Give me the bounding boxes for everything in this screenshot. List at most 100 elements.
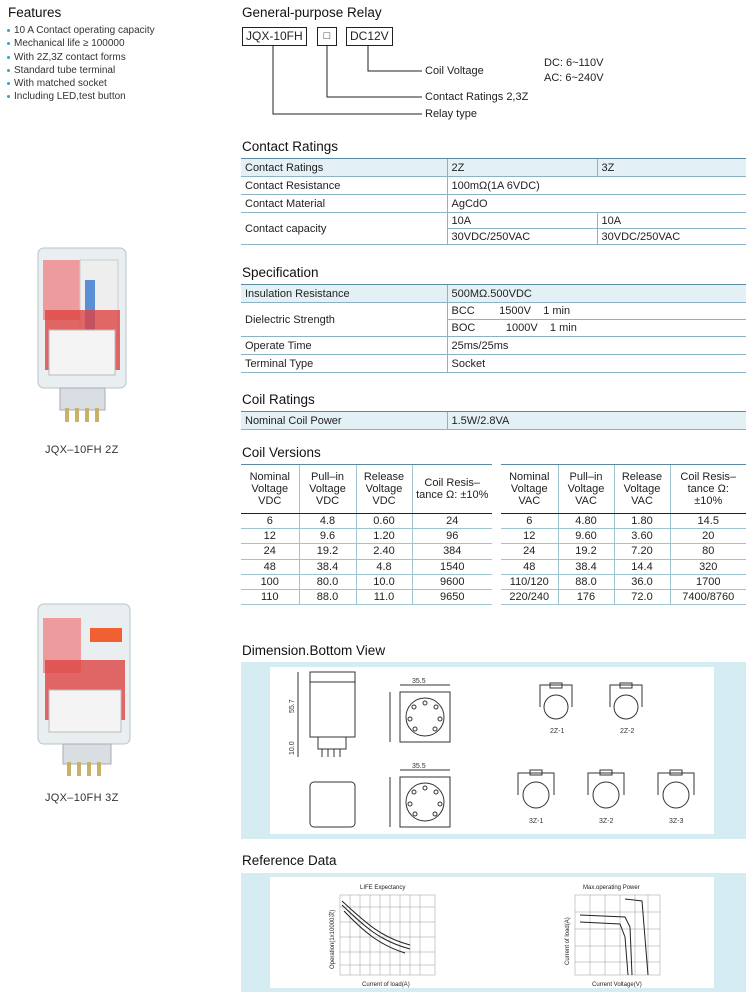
cell: 25ms/25ms [446, 336, 746, 355]
table-cell: 88.0 [557, 574, 614, 590]
wiring-label: 2Z-2 [620, 728, 635, 735]
cell: 10A [596, 212, 746, 229]
table-cell: 12 [501, 528, 558, 545]
relay-2z-caption: JQX–10FH 2Z [45, 444, 119, 456]
cell: 100mΩ(1A 6VDC) [446, 176, 746, 195]
table-cell: 320 [669, 559, 746, 575]
reference-title: Reference Data [242, 853, 337, 868]
cell: Terminal Type [241, 354, 447, 373]
table-cell: 7400/8760 [669, 589, 746, 606]
table-cell: 38.4 [557, 559, 614, 575]
wiring-label: 3Z-2 [599, 818, 614, 825]
relay-3z-image [37, 603, 131, 776]
wiring-label: 2Z-1 [550, 728, 565, 735]
table-cell: 2.40 [355, 543, 412, 560]
power-xlabel: Current Voltage(V) [592, 982, 642, 988]
header-cell: Nominal Voltage VDC [241, 464, 299, 514]
cell: Contact capacity [241, 212, 447, 245]
table-cell: 110 [241, 589, 299, 606]
features-list: 10 A Contact operating capacity Mechanic… [6, 24, 155, 104]
feature-item: Including LED,test button [6, 90, 155, 103]
code-leader-lines [272, 46, 422, 115]
table-cell: 3.60 [613, 528, 670, 545]
table-cell: 12 [241, 528, 299, 545]
coil-versions-title: Coil Versions [242, 445, 321, 460]
table-cell: 19.2 [298, 543, 356, 560]
dimension-panel: 35.5 35.5 55.7 10.0 2Z-1 2Z-2 3Z-1 3Z-2 … [241, 662, 746, 839]
table-cell: 96 [411, 528, 492, 545]
feature-item: With matched socket [6, 77, 155, 90]
table-cell: 24 [241, 543, 299, 560]
dimension-title: Dimension.Bottom View [242, 643, 386, 658]
table-cell: 1540 [411, 559, 492, 575]
cell: 10A [446, 212, 597, 229]
table-cell: 110/120 [501, 574, 558, 590]
header-cell: Coil Resis– tance Ω: ±10% [669, 464, 746, 514]
cell: 30VDC/250VAC [446, 228, 597, 245]
feature-item: Mechanical life ≥ 100000 [6, 37, 155, 50]
relay-3z-caption: JQX–10FH 3Z [45, 792, 119, 804]
cell: Socket [446, 354, 746, 373]
power-chart-title: Max.operating Power [583, 885, 640, 891]
table-cell: 20 [669, 528, 746, 545]
contact-ratings-code-label: Contact Ratings 2,3Z [425, 91, 529, 103]
cell: 2Z [446, 158, 597, 177]
table-cell: 24 [501, 543, 558, 560]
table-cell: 36.0 [613, 574, 670, 590]
coil-ratings-title: Coil Ratings [242, 392, 315, 407]
table-cell: 100 [241, 574, 299, 590]
table-cell: 88.0 [298, 589, 356, 606]
table-cell: 0.60 [355, 513, 412, 530]
table-cell: 4.8 [298, 513, 356, 530]
header-cell: Release Voltage VAC [613, 464, 670, 514]
table-cell: 6 [241, 513, 299, 530]
reference-panel: LIFE Expectancy Current of load(A) Opera… [241, 873, 746, 992]
table-cell: 72.0 [613, 589, 670, 606]
cell: Nominal Coil Power [241, 411, 447, 430]
table-cell: 1700 [669, 574, 746, 590]
header-cell: Pull–in Voltage VAC [557, 464, 614, 514]
table-cell: 48 [501, 559, 558, 575]
contact-ratings-table: Contact Ratings 2Z 3Z Contact Resistance… [241, 158, 746, 245]
table-cell: 4.80 [557, 513, 614, 530]
life-xlabel: Current of load(A) [362, 982, 410, 988]
power-ylabel: Current of load(A) [565, 917, 571, 965]
header-cell: Release Voltage VDC [355, 464, 412, 514]
feature-item: With 2Z,3Z contact forms [6, 51, 155, 64]
table-cell: 220/240 [501, 589, 558, 606]
code-empty-box: □ [317, 27, 337, 46]
table-cell: 7.20 [613, 543, 670, 560]
cell: BCC 1500V 1 min [446, 302, 746, 320]
coil-ratings-table: Nominal Coil Power 1.5W/2.8VA [241, 411, 746, 430]
cell: Insulation Resistance [241, 284, 447, 303]
dim-55-7: 55.7 [289, 699, 296, 713]
table-cell: 48 [241, 559, 299, 575]
table-cell: 80.0 [298, 574, 356, 590]
table-cell: 9650 [411, 589, 492, 606]
table-cell: 80 [669, 543, 746, 560]
cell: AgCdO [446, 194, 746, 213]
header-cell: Nominal Voltage VAC [501, 464, 558, 514]
reference-charts: LIFE Expectancy Current of load(A) Opera… [328, 885, 661, 988]
relay-2z-image [37, 247, 127, 422]
dim-35-5-top: 35.5 [412, 678, 426, 685]
feature-item: Standard tube terminal [6, 64, 155, 77]
relay-type-label: Relay type [425, 108, 477, 120]
header-cell: Coil Resis– tance Ω: ±10% [411, 464, 492, 514]
table-cell: 9600 [411, 574, 492, 590]
wiring-label: 3Z-1 [529, 818, 544, 825]
cell: Contact Resistance [241, 176, 447, 195]
coil-voltage-label: Coil Voltage [425, 65, 484, 77]
table-cell: 14.4 [613, 559, 670, 575]
header-cell: Pull–in Voltage VDC [298, 464, 356, 514]
table-cell: 176 [557, 589, 614, 606]
specification-table: Insulation Resistance 500MΩ.500VDC Diele… [241, 284, 746, 373]
table-cell: 9.60 [557, 528, 614, 545]
life-chart-title: LIFE Expectancy [360, 885, 405, 891]
dim-35-5-bottom: 35.5 [412, 763, 426, 770]
